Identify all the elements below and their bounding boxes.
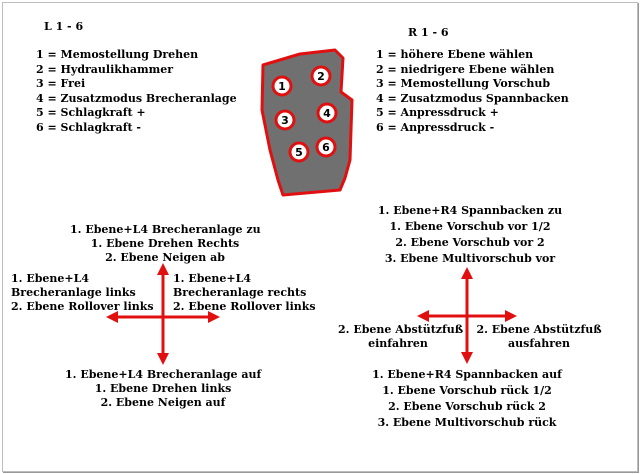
right-title: R 1 - 6: [408, 26, 449, 39]
left-item-6: 6 = Schlagkraft -: [36, 120, 141, 134]
left-item-3: 3 = Frei: [36, 77, 86, 90]
right-arrow-up: [461, 267, 473, 279]
grip-button-4: 4: [316, 102, 338, 124]
left-button-list: 1 = Memostellung Drehen 2 = Hydraulikham…: [36, 48, 237, 135]
left-right-line-1: 1. Ebene+L4: [173, 272, 251, 285]
left-item-1: 1 = Memostellung Drehen: [36, 48, 199, 61]
left-item-2: 2 = Hydraulikhammer: [36, 62, 174, 76]
left-top-line-3: 2. Ebene Neigen ab: [105, 251, 225, 264]
left-top-line-1: 1. Ebene+L4 Brecheranlage zu: [70, 223, 261, 236]
left-left-line-3: 2. Ebene Rollover links: [11, 300, 154, 313]
left-cross-top: 1. Ebene+L4 Brecheranlage zu 1. Ebene Dr…: [70, 223, 261, 265]
right-bottom-line-2: 1. Ebene Vorschub rück 1/2: [382, 384, 552, 397]
right-button-list: 1 = höhere Ebene wählen 2 = niedrigere E…: [376, 48, 569, 135]
grip-button-label: 1: [278, 80, 286, 93]
left-bottom-line-2: 1. Ebene Drehen links: [94, 382, 232, 395]
grip-button-label: 4: [323, 107, 331, 120]
right-left-line-1: 2. Ebene Abstützfuß: [338, 323, 464, 336]
left-arrow-right: [208, 311, 220, 323]
right-bottom-line-1: 1. Ebene+R4 Spannbacken auf: [372, 368, 562, 381]
right-arrow-left: [417, 310, 429, 322]
right-cross-top: 1. Ebene+R4 Spannbacken zu 1. Ebene Vors…: [370, 203, 570, 267]
right-top-line-1: 1. Ebene+R4 Spannbacken zu: [377, 204, 563, 217]
grip-button-6: 6: [315, 136, 337, 158]
right-item-1: 1 = höhere Ebene wählen: [376, 48, 534, 61]
left-bottom-line-1: 1. Ebene+L4 Brecheranlage auf: [65, 368, 262, 381]
right-item-5: 5 = Anpressdruck +: [376, 106, 499, 119]
left-cross-bottom: 1. Ebene+L4 Brecheranlage auf 1. Ebene D…: [65, 368, 261, 410]
right-top-line-3: 2. Ebene Vorschub vor 2: [395, 236, 545, 249]
left-arrow-left: [106, 311, 118, 323]
left-cross-right: 1. Ebene+L4 Brecheranlage rechts 2. Eben…: [173, 272, 316, 314]
grip-button-5: 5: [288, 141, 310, 163]
right-right-line-2: ausfahren: [508, 337, 570, 350]
right-bottom-line-3: 2. Ebene Vorschub rück 2: [388, 400, 546, 413]
left-title: L 1 - 6: [44, 20, 84, 33]
left-arrow-up: [157, 263, 169, 275]
right-right-line-1: 2. Ebene Abstützfuß: [476, 323, 602, 336]
right-cross-right: 2. Ebene Abstützfuß ausfahren: [474, 323, 604, 351]
right-left-line-2: einfahren: [368, 337, 428, 350]
left-cross-left: 1. Ebene+L4 Brecheranlage links 2. Ebene…: [11, 272, 154, 314]
left-item-4: 4 = Zusatzmodus Brecheranlage: [36, 91, 237, 105]
grip-button-2: 2: [310, 65, 332, 87]
grip-button-label: 2: [317, 70, 325, 83]
left-top-line-2: 1. Ebene Drehen Rechts: [90, 237, 240, 250]
right-item-6: 6 = Anpressdruck -: [376, 120, 495, 134]
right-item-4: 4 = Zusatzmodus Spannbacken: [376, 91, 569, 105]
left-cross-arrows: [106, 263, 220, 365]
right-bottom-line-4: 3. Ebene Multivorschub rück: [377, 416, 557, 429]
right-cross-bottom: 1. Ebene+R4 Spannbacken auf 1. Ebene Vor…: [362, 367, 572, 431]
right-top-line-2: 1. Ebene Vorschub vor 1/2: [389, 220, 551, 233]
right-item-3: 3 = Memostellung Vorschub: [376, 77, 551, 90]
right-arrow-down: [461, 352, 473, 364]
left-arrow-down: [157, 353, 169, 365]
left-right-line-3: 2. Ebene Rollover links: [173, 300, 316, 313]
grip-button-label: 5: [295, 146, 303, 159]
grip-button-3: 3: [274, 109, 296, 131]
left-left-line-2: Brecheranlage links: [11, 286, 136, 299]
right-cross-arrows: [417, 267, 517, 364]
right-item-2: 2 = niedrigere Ebene wählen: [376, 62, 555, 76]
right-top-line-4: 3. Ebene Multivorschub vor: [384, 252, 556, 265]
grip-button-label: 6: [322, 141, 330, 154]
left-left-line-1: 1. Ebene+L4: [11, 272, 89, 285]
grip-buttons: 1 2 3 4 5 6: [271, 65, 338, 163]
right-cross-left: 2. Ebene Abstützfuß einfahren: [338, 323, 464, 351]
left-right-line-2: Brecheranlage rechts: [173, 286, 307, 299]
grip-button-1: 1: [271, 75, 293, 97]
right-arrow-right: [505, 310, 517, 322]
grip-button-label: 3: [281, 114, 289, 127]
left-bottom-line-3: 2. Ebene Neigen auf: [100, 396, 226, 409]
left-item-5: 5 = Schlagkraft +: [36, 106, 146, 119]
